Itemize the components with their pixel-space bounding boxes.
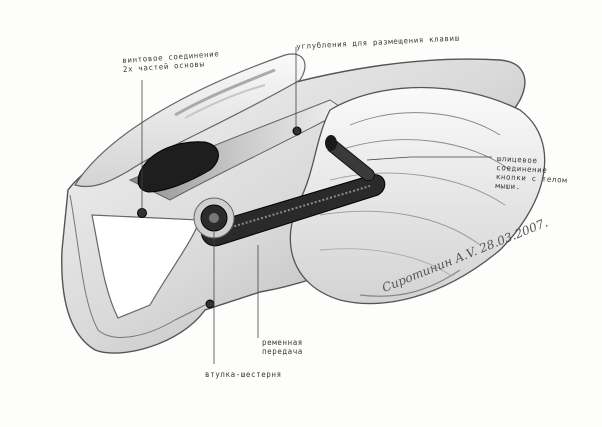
shaft-end <box>325 135 337 151</box>
bushing-gear <box>193 197 235 239</box>
leader-lines <box>141 47 492 364</box>
screw-2 <box>292 126 302 136</box>
top-grip <box>74 53 306 188</box>
annotation-spline-joint: шлицевое соединение кнопки с телом мыши. <box>495 154 568 192</box>
belt-drive <box>200 174 386 247</box>
annotation-bushing-gear: втулка-шестерня <box>205 370 282 379</box>
spline-shaft <box>327 139 375 182</box>
screw-3 <box>205 299 215 309</box>
annotation-belt-drive: ременная передача <box>262 338 303 356</box>
